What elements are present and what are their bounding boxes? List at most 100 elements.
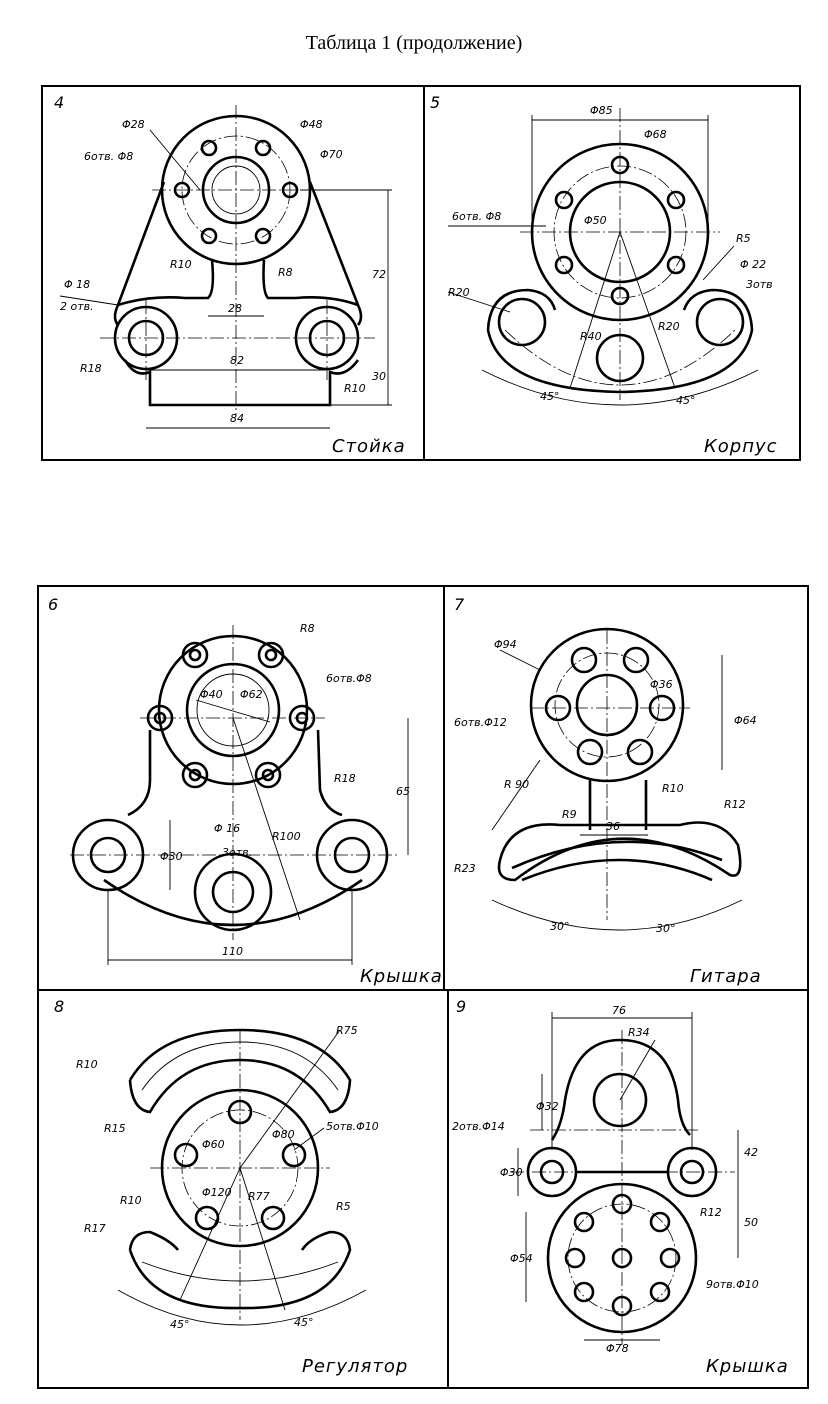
label-d22: Φ 22 — [740, 258, 766, 271]
part-outline — [59, 105, 392, 429]
label-d36: Φ36 — [650, 678, 673, 691]
panel-number: 8 — [54, 997, 64, 1016]
label-r8: R8 — [278, 266, 293, 279]
panel-6: 6 Крышка — [48, 595, 443, 987]
panel-number: 7 — [454, 595, 465, 614]
label-holes: 6отв. Φ8 — [452, 210, 501, 223]
label-r34: R34 — [628, 1026, 650, 1039]
dimension-labels: Φ94 Φ36 Φ64 6отв.Φ12 R 90 R10 R9 36 R12 … — [454, 638, 757, 935]
part-outline — [70, 625, 409, 965]
label-r20: R20 — [448, 286, 470, 299]
part-name: Стойка — [332, 436, 406, 457]
label-d62: Φ62 — [240, 688, 263, 701]
panel-4: 4 Стойка — [54, 93, 406, 457]
label-r40: R40 — [580, 330, 602, 343]
label-a45r: 45° — [294, 1316, 314, 1329]
bottom-table-frame — [37, 585, 809, 1389]
label-d50: Φ50 — [584, 214, 607, 227]
part-outline — [117, 1028, 367, 1326]
top-table-frame — [41, 85, 801, 461]
label-r5: R5 — [336, 1200, 351, 1213]
label-r18: R18 — [334, 772, 356, 785]
label-d18: Φ 18 — [64, 278, 90, 291]
label-holes: 6отв.Φ8 — [326, 672, 372, 685]
label-r10: R10 — [662, 782, 684, 795]
part-outline — [510, 1012, 739, 1345]
label-d32: Φ32 — [536, 1100, 559, 1113]
dimension-labels: Φ85 Φ68 6отв. Φ8 Φ50 R5 Φ 22 3отв R20 R4… — [448, 104, 773, 407]
label-r9: R9 — [562, 808, 577, 821]
panel-number: 9 — [456, 997, 466, 1016]
label-holes: 6отв. Φ8 — [84, 150, 133, 163]
label-r10: R10 — [170, 258, 192, 271]
label-r100: R100 — [272, 830, 301, 843]
dimension-labels: R8 Φ40 Φ62 6отв.Φ8 65 R18 Φ 16 3отв. R10… — [160, 622, 410, 958]
label-r10: R10 — [76, 1058, 98, 1071]
label-r8: R8 — [300, 622, 315, 635]
panel-8: 8 Регулятор R75 R10 R15 Φ60 — [54, 997, 408, 1377]
part-name: Крышка — [360, 966, 443, 987]
label-r12: R12 — [724, 798, 746, 811]
label-w76: 76 — [612, 1004, 626, 1017]
label-r15: R15 — [104, 1122, 126, 1135]
label-r12: R12 — [700, 1206, 722, 1219]
label-holes: 6отв.Φ12 — [454, 716, 507, 729]
label-d30: Φ30 — [500, 1166, 523, 1179]
part-outline — [447, 108, 759, 406]
label-a30l: 30° — [550, 920, 570, 933]
panel-9: 9 Крышка — [452, 997, 788, 1377]
label-d68: Φ68 — [644, 128, 667, 141]
label-d40: Φ40 — [200, 688, 223, 701]
label-h42: 42 — [744, 1146, 758, 1159]
label-holes: 9отв.Φ10 — [706, 1278, 759, 1291]
label-h30: 30 — [372, 370, 386, 383]
part-name: Корпус — [704, 436, 778, 457]
label-r18: R18 — [80, 362, 102, 375]
label-w84: 84 — [230, 412, 244, 425]
label-a45l: 45° — [170, 1318, 190, 1331]
label-w110: 110 — [222, 945, 243, 958]
label-three-holes: 3отв — [746, 278, 773, 291]
panel-5: 5 Корпус — [430, 93, 778, 457]
label-r10b: R10 — [344, 382, 366, 395]
label-d30: Φ30 — [160, 850, 183, 863]
label-r75: R75 — [336, 1024, 358, 1037]
label-d54: Φ54 — [510, 1252, 533, 1265]
label-a45r: 45° — [676, 394, 696, 407]
panel-7: 7 Гитара Φ94 Φ36 Φ64 — [454, 595, 762, 987]
label-r17: R17 — [84, 1222, 106, 1235]
label-d28: Φ28 — [122, 118, 145, 131]
label-a30r: 30° — [656, 922, 676, 935]
label-r23: R23 — [454, 862, 476, 875]
dimension-labels: 76 R34 Φ32 2отв.Φ14 42 Φ30 R12 50 Φ54 9о… — [452, 1004, 759, 1355]
panel-number: 4 — [54, 93, 64, 112]
label-d70: Φ70 — [320, 148, 343, 161]
label-d60: Φ60 — [202, 1138, 225, 1151]
label-w36: 36 — [606, 820, 620, 833]
part-name: Гитара — [690, 966, 762, 987]
label-d120: Φ120 — [202, 1186, 232, 1199]
panel-number: 5 — [430, 93, 440, 112]
label-two-holes: 2 отв. — [60, 300, 94, 313]
label-r77: R77 — [248, 1190, 270, 1203]
label-h72: 72 — [372, 268, 386, 281]
dimension-labels: R75 R10 R15 Φ60 Φ80 5отв.Φ10 Φ120 R77 R1… — [76, 1024, 379, 1331]
panel-number: 6 — [48, 595, 58, 614]
label-d16: Φ 16 — [214, 822, 240, 835]
label-d94: Φ94 — [494, 638, 517, 651]
label-r20b: R20 — [658, 320, 680, 333]
label-d85: Φ85 — [590, 104, 613, 117]
label-w28: 28 — [228, 302, 242, 315]
label-holes: 5отв.Φ10 — [326, 1120, 379, 1133]
label-d80: Φ80 — [272, 1128, 295, 1141]
label-d48: Φ48 — [300, 118, 323, 131]
label-d78: Φ78 — [606, 1342, 629, 1355]
label-d64: Φ64 — [734, 714, 757, 727]
page-title: Таблица 1 (продолжение) — [305, 32, 523, 54]
label-w82: 82 — [230, 354, 244, 367]
label-a45l: 45° — [540, 390, 560, 403]
part-name: Регулятор — [302, 1356, 408, 1377]
dimension-labels: Φ28 Φ48 Φ70 6отв. Φ8 Φ 18 2 отв. R10 R8 … — [60, 118, 386, 425]
label-r90: R 90 — [504, 778, 529, 791]
